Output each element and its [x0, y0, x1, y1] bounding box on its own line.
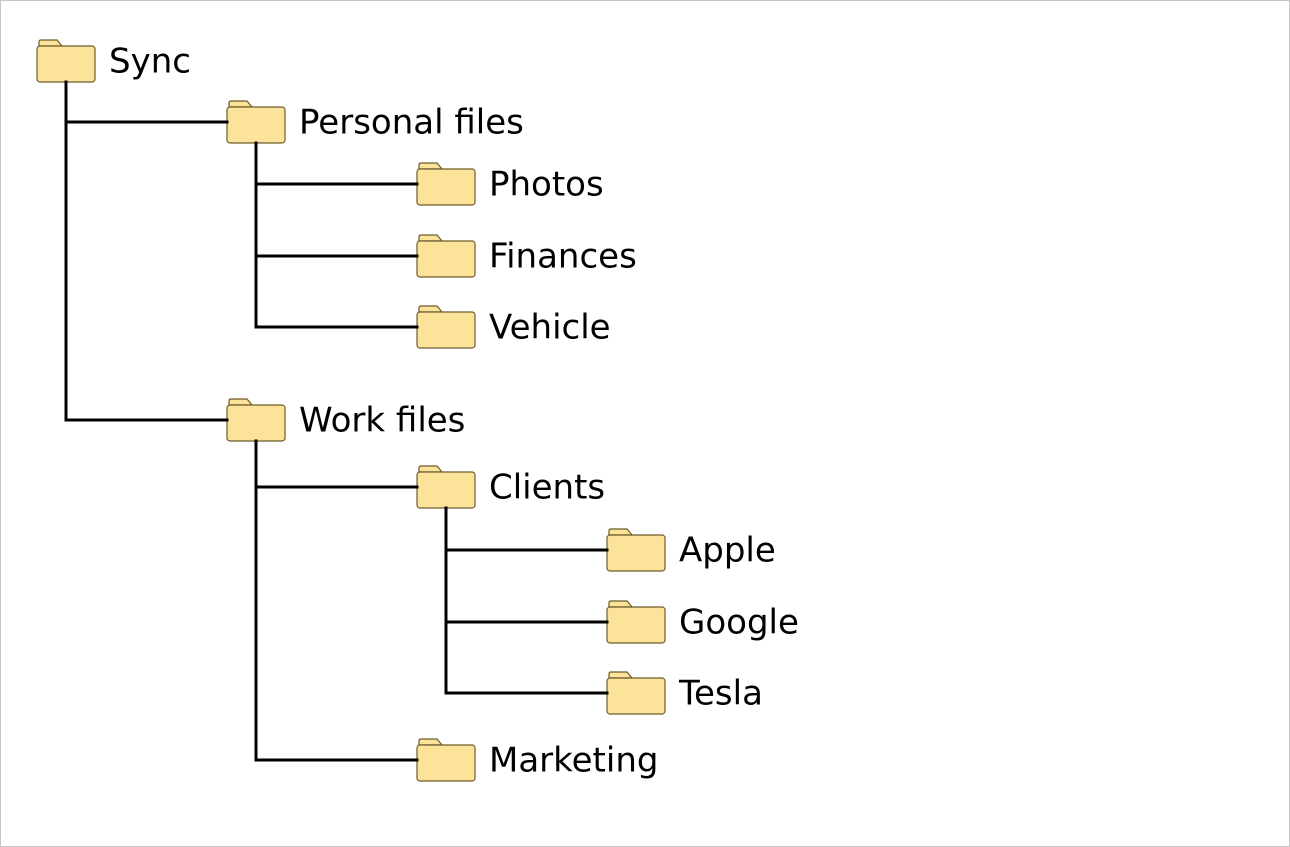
folder-node-personal-files[interactable]: Personal files: [226, 100, 524, 144]
folder-icon: [226, 398, 286, 442]
folder-label-apple: Apple: [679, 531, 776, 571]
folder-node-photos[interactable]: Photos: [416, 162, 604, 206]
folder-label-google: Google: [679, 603, 799, 643]
folder-node-finances[interactable]: Finances: [416, 234, 637, 278]
folder-icon: [36, 39, 96, 83]
folder-icon: [416, 465, 476, 509]
folder-label-tesla: Tesla: [678, 674, 763, 714]
folder-icon: [606, 528, 666, 572]
folder-icon: [416, 234, 476, 278]
folder-label-sync: Sync: [109, 42, 191, 82]
folder-icon: [416, 162, 476, 206]
folder-label-vehicle: Vehicle: [489, 308, 611, 348]
folder-icon: [416, 738, 476, 782]
folder-node-google[interactable]: Google: [606, 600, 799, 644]
folder-label-clients: Clients: [489, 468, 605, 508]
folder-icon: [226, 100, 286, 144]
folder-icon: [606, 600, 666, 644]
folder-node-tesla[interactable]: Tesla: [606, 671, 763, 715]
folder-node-vehicle[interactable]: Vehicle: [416, 305, 611, 349]
folder-node-apple[interactable]: Apple: [606, 528, 776, 572]
folder-icon: [416, 305, 476, 349]
folder-node-work-files[interactable]: Work files: [226, 398, 465, 442]
folder-node-marketing[interactable]: Marketing: [416, 738, 658, 782]
folder-node-clients[interactable]: Clients: [416, 465, 605, 509]
folder-node-sync[interactable]: Sync: [36, 39, 191, 83]
folder-icon: [606, 671, 666, 715]
folder-label-work-files: Work files: [299, 401, 465, 441]
folder-label-personal-files: Personal files: [299, 103, 524, 143]
folder-label-marketing: Marketing: [489, 741, 658, 781]
folder-label-finances: Finances: [489, 237, 637, 277]
folder-label-photos: Photos: [489, 165, 604, 205]
